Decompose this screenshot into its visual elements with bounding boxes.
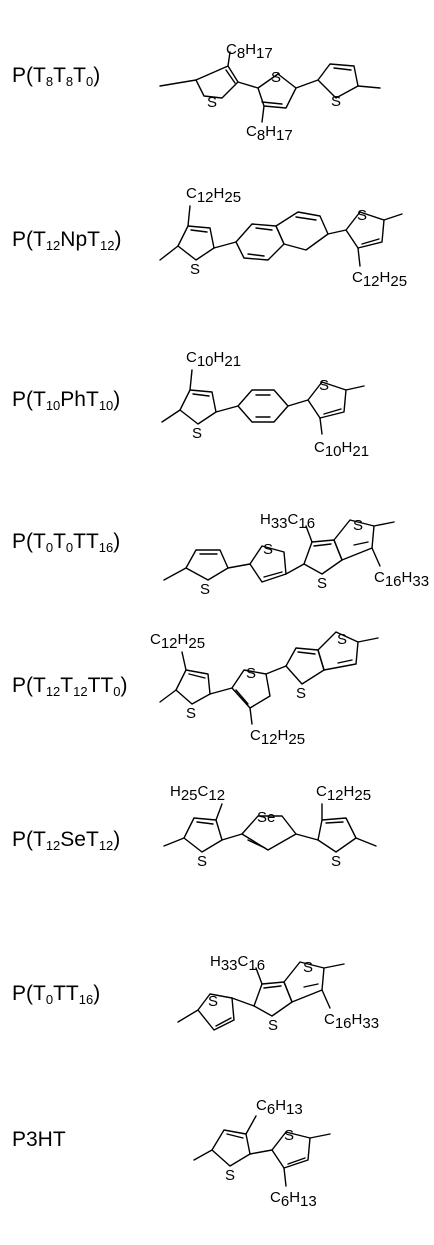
polymer-name: P(T10PhT10) [12,388,121,413]
sulfur-atom: S [207,94,217,111]
substituent-c6h13: C6H13 [256,1097,303,1118]
polymer-row-p3: P(T10PhT10) S C10H21 S C10H21 [0,330,434,470]
sulfur-atom: S [303,959,313,976]
structure-p4: S S S S H33C16 C16H33 [163,511,429,598]
substituent-c12h25: C12H25 [316,783,371,804]
thienothiophene [303,519,375,575]
sulfur-atom: S [208,993,218,1010]
thienothiophene [253,961,325,1017]
polymer-row-p7: P(T0TT16) S S S H33C16 C16H33 [0,940,434,1080]
structure-p7: S S S H33C16 C16H33 [177,953,379,1034]
substituent-c12h25: C12H25 [186,185,241,206]
thiophene-ring [183,817,223,853]
structure-p8: S C6H13 S C6H13 [193,1097,331,1210]
polymer-row-p6: P(T12SeT12) S H25C12 Se S C12H25 [0,770,434,910]
sulfur-atom: S [331,853,341,870]
polymer-row-p1: P(T8T8T0) C8H17 S S C8H17 S [0,40,434,160]
sulfur-atom: S [192,425,202,442]
selenophene-ring [241,815,297,851]
substituent-c16h33: H33C16 [210,953,265,974]
substituent-c10h21: C10H21 [314,439,369,460]
thiophene-ring [257,73,297,109]
polymer-name: P(T12NpT12) [12,228,122,253]
substituent-c10h21: C10H21 [186,349,241,370]
thiophene-ring [177,225,215,261]
thiophene-ring [271,1131,311,1169]
substituent-c16h33: H33C16 [260,511,315,532]
sulfur-atom: S [337,631,347,648]
polymer-name: P(T12SeT12) [12,828,121,853]
sulfur-atom: S [317,575,327,592]
structure-p3: S C10H21 S C10H21 [161,349,369,460]
sulfur-atom: S [331,93,341,110]
substituent-c12h25: C12H25 [150,631,205,652]
sulfur-atom: S [284,1127,294,1144]
thiophene-ring [231,669,271,709]
structure-p1: C8H17 S S C8H17 S [159,41,381,144]
sulfur-atom: S [263,541,273,558]
substituent-c12h25: H25C12 [170,783,225,804]
thiophene-ring [307,381,347,419]
sulfur-atom: S [353,517,363,534]
thiophene-ring [317,817,357,853]
thiophene-ring [317,63,359,99]
sulfur-atom: S [186,705,196,722]
sulfur-atom: S [197,853,207,870]
sulfur-atom: S [246,665,256,682]
sulfur-atom: S [190,261,200,278]
structure-p6: S H25C12 Se S C12H25 [163,783,377,870]
thiophene-ring [211,1129,251,1167]
sulfur-atom: S [268,1017,278,1034]
benzene-ring [237,389,289,423]
polymer-name: P3HT [12,1128,66,1151]
sulfur-atom: S [271,69,281,86]
selenium-atom: Se [257,809,275,826]
polymer-name: P(T0TT16) [12,982,101,1007]
sulfur-atom: S [319,377,329,394]
polymer-row-p4: P(T0T0TT16) S S S S H33C16 C16H33 [0,470,434,610]
polymer-name: P(T0T0TT16) [12,530,121,555]
substituent-c12h25: C12H25 [250,727,305,748]
substituent-c8h17: C8H17 [246,123,293,144]
structure-p2: S C12H25 S C12H25 [159,185,407,290]
thiophene-ring [197,993,235,1031]
thiophene-ring [175,669,211,705]
polymer-row-p8: P3HT S C6H13 S C6H13 [0,1090,434,1240]
substituent-c16h33: C16H33 [374,569,429,590]
thiophene-ring [179,389,217,425]
substituent-c6h13: C6H13 [270,1189,317,1210]
polymer-name: P(T12T12TT0) [12,674,128,699]
substituent-c16h33: C16H33 [324,1011,379,1032]
sulfur-atom: S [296,685,306,702]
thiophene-ring [249,545,287,583]
sulfur-atom: S [357,207,367,224]
sulfur-atom: S [200,581,210,598]
polymer-row-p5: P(T12T12TT0) S C12H25 S C12H25 S S [0,616,434,766]
thiophene-ring [195,65,239,99]
polymer-name: P(T8T8T0) [12,64,101,89]
thienothiophene [285,631,359,685]
thiophene-ring [345,211,385,249]
thiophene-ring [185,549,229,581]
sulfur-atom: S [225,1167,235,1184]
naphthalene [235,211,329,261]
structure-p5: S C12H25 S C12H25 S S [150,631,379,748]
substituent-c12h25: C12H25 [352,269,407,290]
substituent-c8h17: C8H17 [226,41,273,62]
polymer-row-p2: P(T12NpT12) S C12H25 S C12H25 [0,170,434,320]
